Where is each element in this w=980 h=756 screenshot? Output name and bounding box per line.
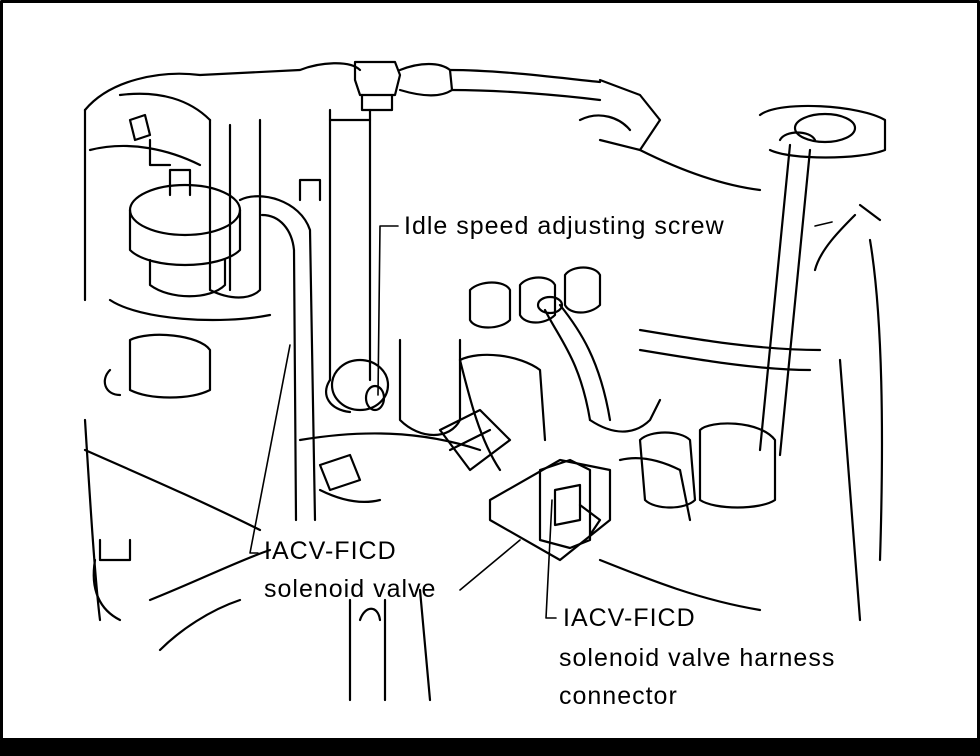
harness-connector-label-line3: connector — [559, 682, 678, 710]
throttle-body — [103, 113, 272, 399]
harness-connector-label-line1: IACV-FICD — [563, 604, 696, 632]
harness-connector-label-line2: solenoid valve harness — [559, 644, 836, 672]
idle-screw — [325, 358, 390, 414]
right-hose — [638, 131, 882, 509]
leader-idle-screw — [377, 225, 399, 396]
right-bracket — [578, 78, 887, 192]
leader-harness-connector — [545, 499, 557, 619]
lower-structure — [83, 238, 884, 702]
bottom-border-bar — [0, 740, 980, 756]
top-connectors — [468, 266, 662, 433]
solenoid-valve-label-line2: solenoid valve — [264, 575, 437, 603]
leader-solenoid-valve — [249, 344, 291, 554]
idle-speed-screw-label: Idle speed adjusting screw — [404, 212, 725, 240]
leader-right-tick — [814, 221, 833, 227]
top-fitting — [353, 60, 602, 112]
harness-connector — [538, 431, 697, 550]
engine-illustration — [83, 60, 887, 702]
leader-valve-extra — [459, 539, 521, 591]
vertical-hoses — [238, 108, 372, 522]
solenoid-body — [298, 338, 612, 562]
leader-lines — [249, 221, 833, 619]
solenoid-valve-label-line1: IACV-FICD — [264, 537, 397, 565]
